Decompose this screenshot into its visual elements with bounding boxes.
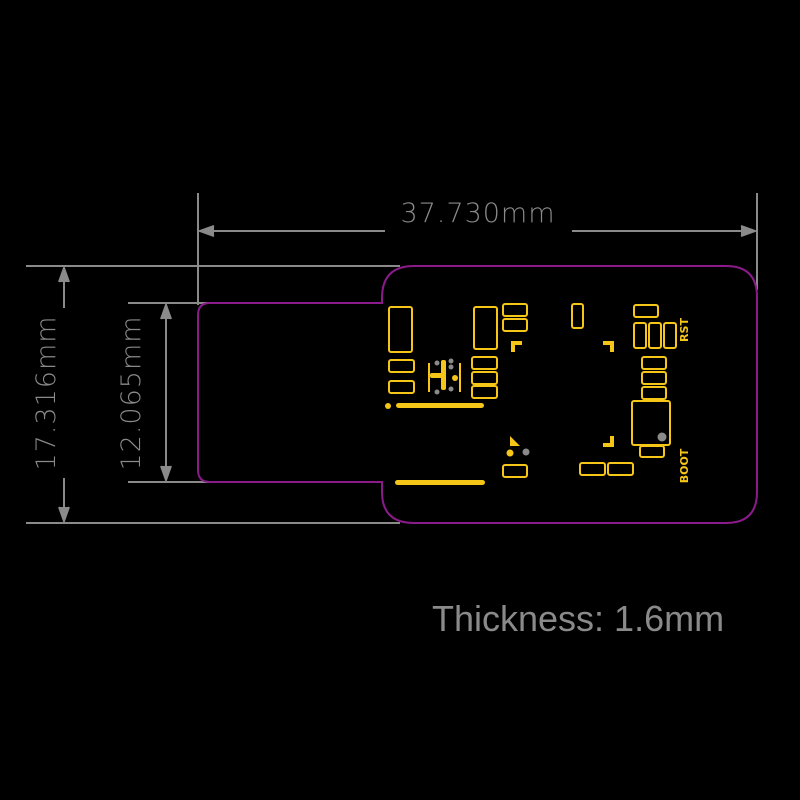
- width-dimension: [197, 193, 758, 305]
- boot-label: BOOT: [678, 448, 691, 483]
- rst-label: RST: [678, 318, 691, 342]
- total-height-dimension: [26, 265, 400, 524]
- drill-holes: [434, 358, 667, 456]
- total-height-dimension-label: 17.316mm: [31, 315, 62, 470]
- thickness-label: Thickness: 1.6mm: [432, 598, 725, 639]
- width-dimension-label: 37.730mm: [400, 198, 555, 229]
- connector-height-dimension-label: 12.065mm: [116, 315, 147, 470]
- silkscreen-components: [388, 303, 677, 478]
- silkscreen-fills: [385, 341, 614, 485]
- board-outline: [197, 265, 758, 524]
- connector-height-dimension: [128, 302, 215, 483]
